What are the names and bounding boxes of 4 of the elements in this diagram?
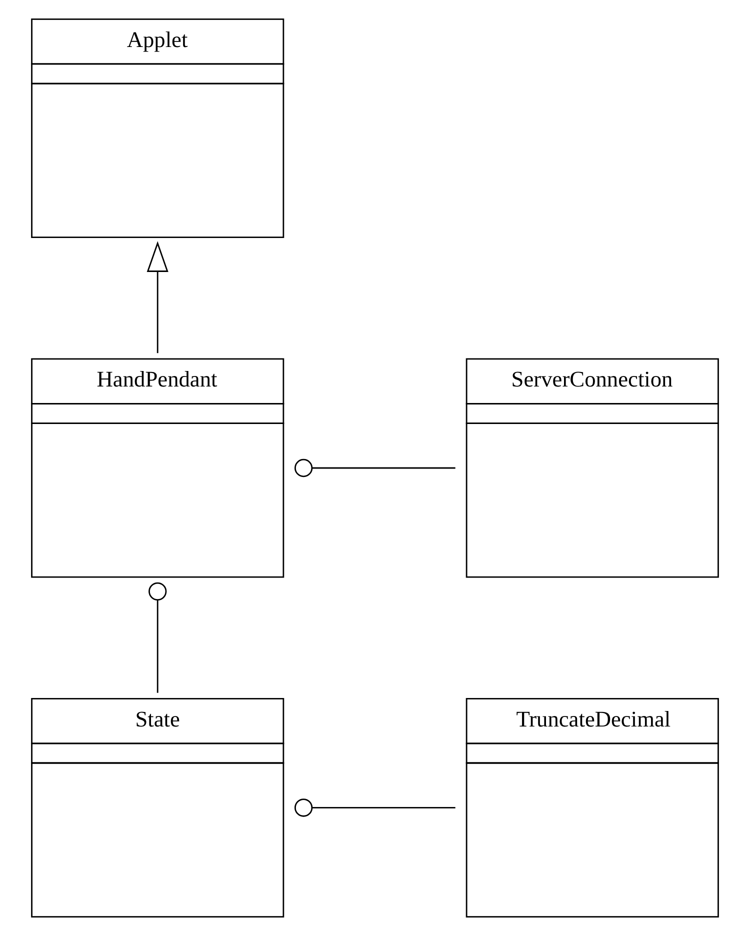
- connector: [294, 458, 455, 478]
- connector: [294, 798, 455, 817]
- connector: [148, 582, 166, 693]
- arrow: [146, 241, 168, 354]
